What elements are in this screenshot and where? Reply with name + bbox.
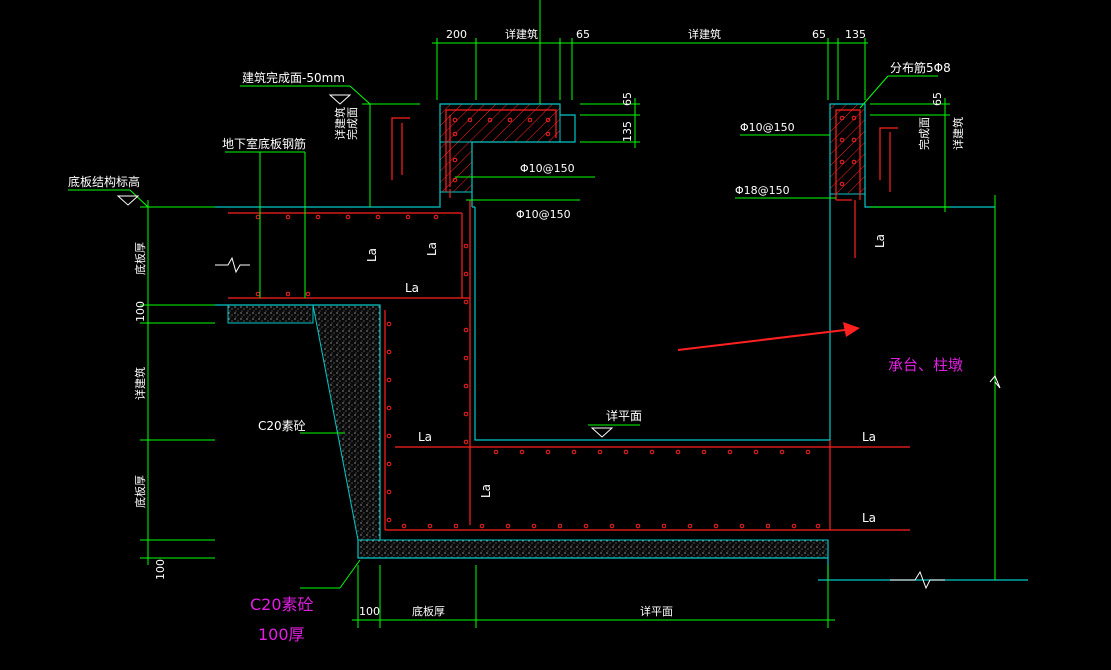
dim-left-slab-thickness-1: 底板厚 (133, 242, 147, 275)
dim-right-135: 135 (621, 121, 634, 142)
lap-label-7: La (862, 511, 876, 525)
dimension-lines (68, 0, 996, 628)
dim-top-65-b: 65 (812, 28, 826, 41)
dim-top-detail-1: 详建筑 (505, 27, 538, 41)
pile-cap-label: 承台、柱墩 (888, 356, 963, 374)
rebar-label-wall-bottom: Φ10@150 (516, 208, 571, 221)
rebar-lines (228, 109, 910, 531)
dim-left-100-a: 100 (134, 301, 147, 322)
dimension-text: 200 详建筑 65 详建筑 65 135 65 135 65 底板厚 100 … (133, 27, 944, 618)
rebar-spec-labels: Φ10@150 Φ10@150 Φ10@150 Φ18@150 (516, 121, 795, 221)
lap-label-3: La (405, 281, 419, 295)
dim-left-100-b: 100 (154, 559, 167, 580)
rebar-label-wall-top: Φ10@150 (520, 162, 575, 175)
lap-label-2: La (425, 242, 439, 256)
lap-length-labels: La La La La La La La La (365, 234, 887, 525)
dim-top-65-a: 65 (576, 28, 590, 41)
vertical-note-left-2: 完成面 (345, 107, 359, 140)
dim-bottom-slab-thickness: 底板厚 (412, 604, 445, 618)
vertical-note-left-1: 详建筑 (333, 107, 347, 140)
lap-label-4: La (418, 430, 432, 444)
lap-label-8: La (873, 234, 887, 248)
annotation-labels: 建筑完成面-50mm 地下室底板钢筋 底板结构标高 C20素砼 C20素砼 10… (68, 60, 965, 644)
plan-reference-label: 详平面 (606, 408, 642, 423)
slab-top-elevation-label: 底板结构标高 (68, 174, 140, 189)
dim-top-200: 200 (446, 28, 467, 41)
floor-finish-label: 建筑完成面-50mm (242, 70, 345, 85)
c20-left-slab-strip (227, 304, 314, 324)
hatched-curbs (439, 103, 866, 195)
dim-top-135: 135 (845, 28, 866, 41)
c20-thickness-label: 100厚 (258, 625, 305, 644)
dim-right-65: 65 (621, 92, 634, 106)
c20-bottom-layer (357, 539, 829, 559)
dim-bottom-plan: 详平面 (640, 604, 673, 618)
rebar-label-right-top: Φ10@150 (740, 121, 795, 134)
vertical-note-right-2: 详建筑 (951, 117, 965, 150)
lap-label-5: La (479, 484, 493, 498)
c20-side-wedge (312, 304, 381, 541)
break-symbols (215, 256, 1001, 590)
dim-left-slab-thickness-2: 底板厚 (133, 475, 147, 508)
lap-label-6: La (862, 430, 876, 444)
lap-label-1: La (365, 248, 379, 262)
rebar-dots (255, 115, 857, 529)
rebar-label-right-bottom: Φ18@150 (735, 184, 790, 197)
pointer-arrow (677, 322, 860, 351)
dim-top-detail-2: 详建筑 (688, 27, 721, 41)
dim-bottom-100: 100 (359, 605, 380, 618)
dim-right-far-65: 65 (931, 92, 944, 106)
distribution-bar-label: 分布筋5Φ8 (890, 60, 951, 75)
basement-rebar-label: 地下室底板钢筋 (222, 136, 306, 151)
vertical-note-right-1: 完成面 (917, 117, 931, 150)
c20-plain-concrete-fill (227, 304, 829, 559)
c20-bottom-label: C20素砼 (250, 595, 314, 614)
dim-left-detail: 详建筑 (133, 367, 147, 400)
elevation-markers (116, 94, 614, 438)
c20-side-label: C20素砼 (258, 419, 306, 433)
left-curb-stem-hatch (439, 141, 473, 193)
